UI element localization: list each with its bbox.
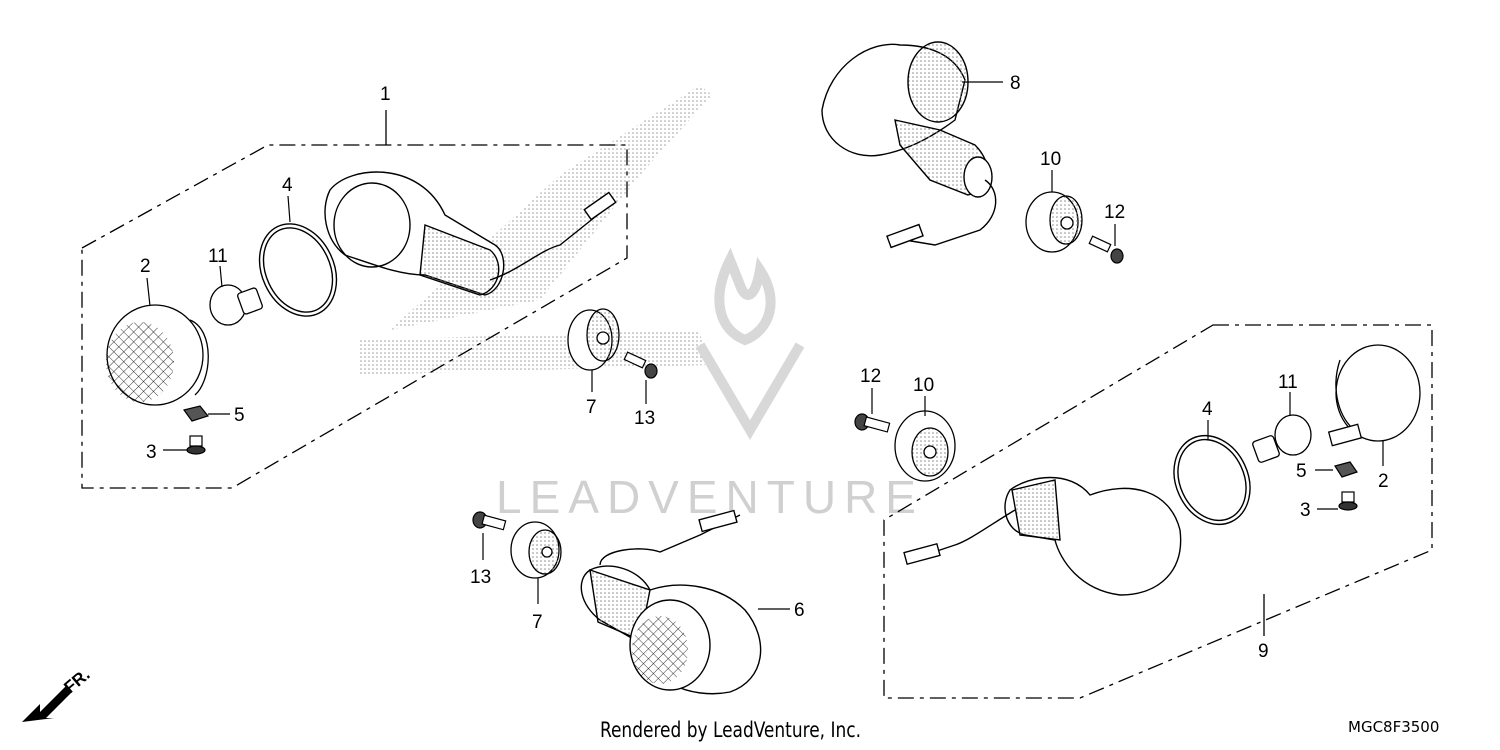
callout-6: 6 — [794, 600, 805, 621]
callout-4b: 4 — [1202, 399, 1213, 420]
callout-3b: 3 — [1300, 500, 1311, 521]
callout-7b: 7 — [532, 612, 543, 633]
screw-part-3-right — [1338, 491, 1358, 511]
bolt-part-13-upper — [623, 351, 658, 379]
callout-13b: 13 — [470, 567, 491, 588]
bulb-part-11-left — [209, 284, 263, 326]
leader-2a — [146, 277, 151, 307]
callout-10a: 10 — [1040, 149, 1061, 170]
turn-signal-part-8 — [821, 41, 997, 249]
bracket-part-10-lower — [894, 410, 956, 482]
bolt-part-12-upper — [1088, 235, 1124, 264]
callout-10b: 10 — [913, 375, 934, 396]
bracket-part-7-lower — [510, 521, 562, 579]
callout-labels: 1 2 4 11 5 3 7 13 8 10 12 12 10 11 4 5 2… — [140, 73, 1389, 662]
callout-7a: 7 — [586, 397, 597, 418]
callout-2a: 2 — [140, 256, 151, 277]
bolt-part-12-lower — [854, 413, 891, 433]
callout-9: 9 — [1258, 641, 1269, 662]
front-direction-arrow-icon — [22, 686, 72, 722]
callout-8: 8 — [1010, 73, 1021, 94]
callout-4a: 4 — [282, 175, 293, 196]
callout-13a: 13 — [634, 408, 655, 429]
leadventure-logo-mark — [695, 247, 805, 440]
leader-11a — [219, 265, 223, 288]
bracket-part-7-upper — [567, 308, 620, 371]
render-credit: Rendered by LeadVenture, Inc. — [600, 718, 861, 742]
lens-part-2-left — [106, 304, 209, 406]
housing-part-1 — [324, 171, 617, 296]
diagram-code: MGC8F3500 — [1348, 718, 1440, 736]
assembly-1-outline — [81, 144, 628, 489]
bolt-part-13-lower — [472, 511, 507, 531]
screw-part-3-left — [186, 435, 206, 455]
callout-12b: 12 — [860, 366, 881, 387]
leadventure-watermark: LEADVENTURE — [496, 471, 924, 523]
callout-3a: 3 — [146, 442, 157, 463]
ring-part-4-right — [1173, 434, 1251, 526]
assembly-9-outline — [883, 324, 1433, 699]
callout-11a: 11 — [208, 246, 228, 267]
lens-part-2-right — [1327, 344, 1421, 447]
turn-signal-part-6 — [580, 509, 762, 695]
nut-part-5-right — [1334, 461, 1358, 478]
callout-1: 1 — [380, 84, 391, 105]
nut-part-5-left — [182, 405, 210, 422]
callout-11b: 11 — [1278, 372, 1298, 393]
callout-5b: 5 — [1296, 461, 1307, 482]
leader-4a — [287, 195, 291, 223]
callout-12a: 12 — [1104, 202, 1125, 223]
callout-2b: 2 — [1378, 471, 1389, 492]
callout-5a: 5 — [234, 405, 245, 426]
ring-part-4-left — [258, 223, 338, 317]
bulb-part-11-right — [1252, 414, 1312, 463]
turn-signal-part-9 — [903, 476, 1182, 596]
bracket-part-10-upper — [1025, 191, 1083, 253]
